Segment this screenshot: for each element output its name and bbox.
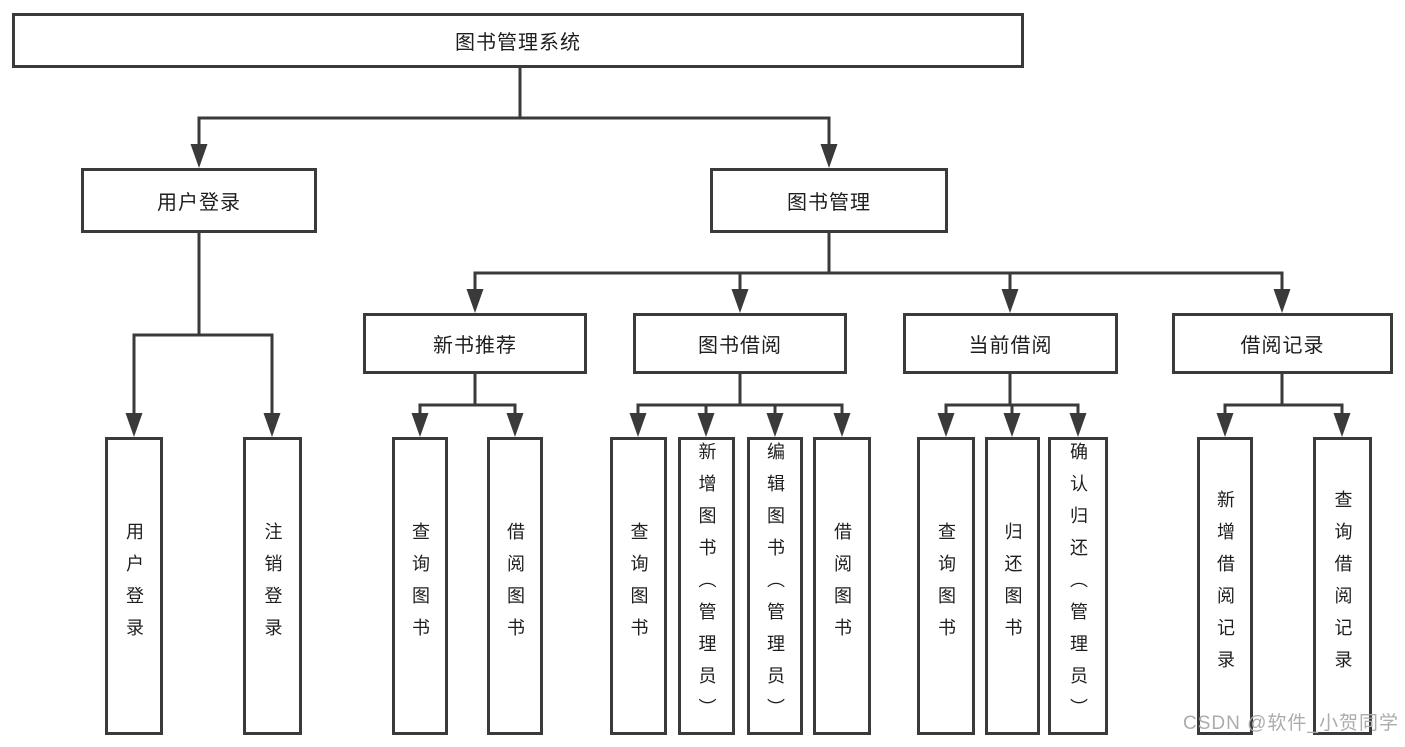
watermark: CSDN @软件_小贺同学 [1183, 713, 1399, 734]
leaf-query-book-current: 查询图书 [917, 437, 975, 735]
leaf-query-borrow-record: 查询借阅记录 [1313, 437, 1372, 735]
node-library-management-system: 图书管理系统 [12, 13, 1024, 68]
leaf-query-book-recommend: 查询图书 [392, 437, 448, 735]
leaf-confirm-return-admin: 确认归还（管理员） [1048, 437, 1108, 735]
node-current-borrow: 当前借阅 [903, 313, 1118, 374]
node-book-management: 图书管理 [710, 168, 948, 233]
leaf-query-book-borrow: 查询图书 [610, 437, 667, 735]
leaf-return-book: 归还图书 [985, 437, 1040, 735]
node-new-book-recommend: 新书推荐 [363, 313, 587, 374]
leaf-add-borrow-record: 新增借阅记录 [1197, 437, 1253, 735]
leaf-add-book-admin: 新增图书（管理员） [678, 437, 735, 735]
leaf-borrow-book-recommend: 借阅图书 [487, 437, 543, 735]
node-user-login: 用户登录 [81, 168, 317, 233]
leaf-logout: 注销登录 [243, 437, 302, 735]
node-borrow-records: 借阅记录 [1172, 313, 1393, 374]
node-book-borrow: 图书借阅 [633, 313, 847, 374]
leaf-edit-book-admin: 编辑图书（管理员） [747, 437, 803, 735]
leaf-borrow-book: 借阅图书 [813, 437, 871, 735]
leaf-user-login: 用户登录 [105, 437, 163, 735]
